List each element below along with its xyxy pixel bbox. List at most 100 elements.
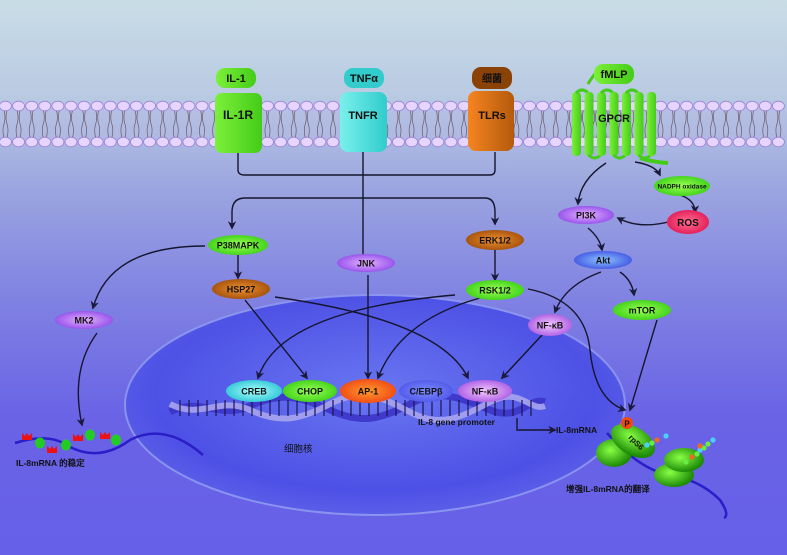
- tnfa-ligand[interactable]: TNFα: [344, 68, 384, 88]
- lipid-head: [523, 100, 536, 112]
- lipid-head: [169, 100, 183, 112]
- nadph-ros-arrow: [679, 194, 700, 214]
- lipid-head: [706, 100, 720, 112]
- il1-label: IL-1: [226, 73, 246, 85]
- node-p38mapk[interactable]: P38MAPK: [208, 235, 268, 255]
- lipid-head: [326, 100, 340, 112]
- peptide-residue: [705, 441, 711, 447]
- akt-label: Akt: [596, 256, 611, 266]
- tf-cebpb[interactable]: C/EBPβ: [399, 380, 453, 402]
- lipid-head: [117, 136, 130, 148]
- tnfa-label: TNFα: [350, 73, 378, 85]
- mrna-stability-strand: [14, 429, 204, 456]
- creb-label: CREB: [241, 387, 267, 397]
- node-mk2[interactable]: MK2: [55, 311, 113, 329]
- nfkb-label: NF-κB: [472, 387, 499, 397]
- mrna-binding-protein: [47, 446, 57, 453]
- peptide-residue: [697, 447, 703, 453]
- lipid-head: [745, 136, 759, 148]
- to-p38-arrow: [227, 197, 363, 230]
- mk2-label: MK2: [74, 316, 93, 326]
- pi3k-label: PI3K: [576, 211, 597, 221]
- lipid-head: [143, 100, 157, 112]
- peptide-residue: [701, 445, 707, 451]
- lipid-head: [405, 100, 419, 112]
- tf-creb[interactable]: CREB: [226, 380, 282, 402]
- lipid-head: [90, 136, 104, 148]
- lipid-head: [38, 100, 52, 112]
- tlrs-label: TLRs: [478, 110, 506, 122]
- mrna-binding-protein: [61, 439, 71, 451]
- rsk-creb-arrow: [256, 294, 456, 380]
- mrna-binding-protein: [73, 434, 83, 441]
- lipid-head: [0, 100, 12, 112]
- tnfr-label: TNFR: [348, 110, 377, 122]
- nfkb-cyto-label: NF-κB: [537, 321, 564, 331]
- lipid-head: [431, 136, 445, 148]
- gpcr-helix: [622, 92, 631, 156]
- mk2-mrna-arrow: [76, 332, 98, 427]
- lipid-head: [38, 136, 52, 148]
- tlrs-receptor[interactable]: TLRs: [468, 91, 514, 151]
- lipid-head: [51, 100, 65, 112]
- lipid-head: [143, 136, 157, 148]
- tf-ap1[interactable]: AP-1: [340, 379, 396, 403]
- lipid-head: [261, 136, 274, 148]
- p38-mk2-arrow: [90, 245, 206, 310]
- gpcr-helix: [572, 92, 581, 156]
- peptide-residue: [710, 437, 716, 443]
- peptide-residue: [683, 459, 689, 465]
- lipid-head: [156, 100, 170, 112]
- bacteria-ligand[interactable]: 细菌: [472, 67, 512, 89]
- lipid-head: [51, 136, 65, 148]
- promoter-label: IL-8 gene promoter: [418, 417, 496, 427]
- tf-chop[interactable]: CHOP: [283, 380, 337, 402]
- lipid-head: [431, 100, 445, 112]
- lipid-head: [313, 100, 327, 112]
- gpcr-label: GPCR: [598, 113, 630, 125]
- erk12-label: ERK1/2: [479, 236, 511, 246]
- node-hsp27[interactable]: HSP27: [212, 279, 270, 299]
- hsp27-nfkb-arrow: [274, 296, 469, 380]
- node-pi3k[interactable]: PI3K: [558, 206, 614, 224]
- il1r-receptor[interactable]: IL-1R: [215, 93, 262, 153]
- peptide-residue: [663, 433, 669, 439]
- gpcr-helix: [597, 92, 606, 156]
- node-mtor[interactable]: mTOR: [613, 300, 671, 320]
- mrna-stability-label: IL-8mRNA 的稳定: [16, 458, 85, 468]
- lipid-head: [693, 100, 707, 112]
- node-rsk12[interactable]: RSK1/2: [466, 280, 524, 300]
- tf-nfkb[interactable]: NF-κB: [458, 380, 512, 402]
- node-ros[interactable]: ROS: [667, 210, 709, 234]
- receptor-merge-line: [237, 152, 496, 176]
- peptide-residue: [649, 440, 655, 446]
- lipid-head: [287, 136, 301, 148]
- lipid-head: [169, 136, 183, 148]
- node-jnk[interactable]: JNK: [337, 254, 395, 272]
- phospho-label: P: [624, 420, 630, 429]
- hsp27-chop-arrow: [244, 299, 309, 380]
- lipid-head: [772, 100, 785, 112]
- lipid-head: [549, 100, 563, 112]
- mtor-label: mTOR: [629, 306, 656, 316]
- node-nfkb-cytoplasm[interactable]: NF-κB: [528, 314, 572, 336]
- fmlp-ligand[interactable]: fMLP: [594, 64, 634, 84]
- ros-pi3k-arrow: [616, 217, 673, 226]
- mrna-binding-protein: [100, 432, 110, 439]
- node-akt[interactable]: Akt: [574, 251, 632, 269]
- lipid-head: [772, 136, 785, 148]
- peptide-residue: [689, 454, 695, 460]
- il1-ligand[interactable]: IL-1: [216, 68, 256, 88]
- node-nadph-oxidase[interactable]: NADPH oxidase: [654, 176, 710, 196]
- tnfr-receptor[interactable]: TNFR: [340, 92, 387, 152]
- lipid-head: [156, 136, 170, 148]
- akt-nfkb-arrow: [553, 271, 602, 314]
- lipid-head: [667, 136, 680, 148]
- node-erk12[interactable]: ERK1/2: [466, 230, 524, 250]
- lipid-head: [758, 100, 772, 112]
- rsk-rps6-arrow: [527, 288, 627, 412]
- lipid-head: [103, 136, 117, 148]
- gpcr-helix: [609, 92, 619, 156]
- fmlp-label: fMLP: [601, 69, 628, 81]
- lipid-head: [654, 136, 667, 148]
